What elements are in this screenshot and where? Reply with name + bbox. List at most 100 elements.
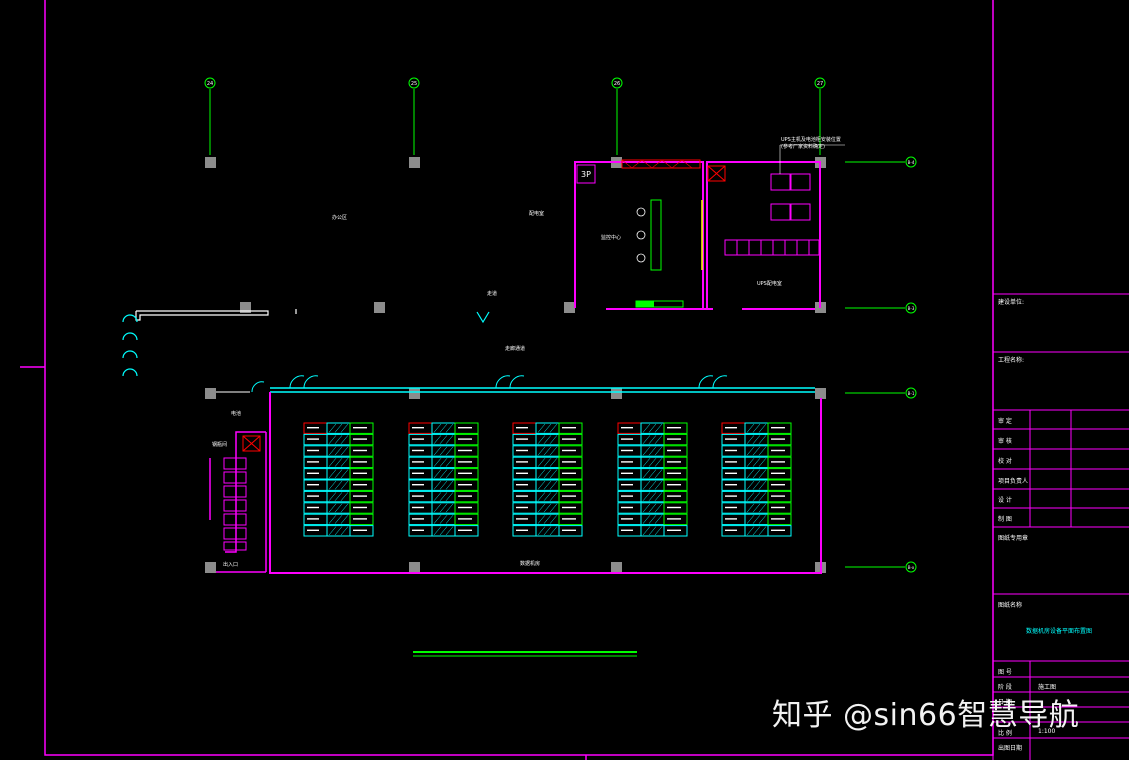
aisle-hatch	[642, 469, 663, 479]
cabinet-tag-right	[771, 438, 785, 440]
cabinet-tag-right	[667, 484, 681, 486]
cabinet-tag-left	[725, 461, 737, 463]
corridor-walls	[122, 309, 490, 377]
cabinet-tag-left	[621, 449, 633, 452]
cabinet-right	[767, 433, 792, 446]
cabinet-tag-right	[353, 506, 367, 509]
cabinet-tag-right	[667, 461, 681, 463]
cabinet-tag-right	[458, 529, 472, 531]
ups-note: UPS主机及电池柜安装位置	[781, 136, 841, 143]
aisle-hatch	[433, 469, 454, 479]
aisle-hatch	[328, 480, 349, 490]
aisle-hatch	[537, 515, 558, 524]
cabinet-tag-right	[771, 495, 785, 497]
rack-pods	[303, 422, 792, 537]
axis-label-b4: B-4	[908, 160, 915, 165]
cabinet-tag-right	[667, 472, 681, 474]
cabinet-tag-right	[458, 472, 472, 474]
axis-label-b1: B-1	[908, 391, 915, 396]
cabinet-tag-right	[562, 449, 576, 452]
cabinet-tag-right	[562, 484, 576, 486]
cabinet-tag-left	[621, 461, 633, 463]
watermark: 知乎 @sin66智慧导航	[772, 698, 1080, 733]
cabinet-right	[349, 479, 374, 491]
aisle-hatch	[328, 492, 349, 501]
cabinet-tag-right	[667, 427, 681, 429]
tb-date-label: 日 期	[998, 699, 1012, 706]
aisle-hatch	[433, 446, 454, 456]
aisle-hatch	[433, 503, 454, 513]
aisle-hatch	[537, 446, 558, 456]
cabinet-tag-left	[725, 506, 737, 509]
tb-title: 数据机房设备平面布置图	[1026, 628, 1093, 635]
cabinet-tag-left	[516, 461, 528, 463]
aisle-hatch	[642, 446, 663, 456]
cabinet-tag-left	[516, 427, 528, 429]
cabinet-right	[663, 445, 688, 457]
cabinet-tag-left	[516, 518, 528, 520]
cabinet-right	[767, 479, 792, 491]
cabinet-tag-right	[458, 484, 472, 486]
cabinet-right	[454, 479, 479, 491]
room-gas: 钢瓶间	[212, 441, 227, 448]
cabinet-tag-right	[562, 438, 576, 440]
ups-note-2: (参考厂家资料确定)	[781, 143, 825, 150]
cabinet-right	[349, 490, 374, 503]
cabinet-right	[349, 456, 374, 469]
cabinet-tag-left	[307, 518, 319, 520]
aisle-hatch	[746, 446, 767, 456]
tb-row3: 校 对	[998, 458, 1012, 465]
room-ups: UPS配电室	[757, 280, 782, 287]
room-control: 监控中心	[601, 234, 621, 241]
rack-pod	[721, 422, 792, 537]
rack-pod	[512, 422, 583, 537]
cabinet-tag-left	[725, 518, 737, 520]
axis-label-25: 25	[411, 81, 417, 87]
tb-row2: 审 核	[998, 438, 1012, 445]
tb-row1: 审 定	[998, 418, 1012, 425]
cabinet-tag-right	[771, 529, 785, 531]
cabinet-tag-left	[516, 529, 528, 531]
tb-phase-label: 阶 段	[998, 684, 1012, 691]
cabinet-tag-right	[667, 495, 681, 497]
cabinet-right	[558, 502, 583, 514]
aisle-hatch	[433, 458, 454, 467]
aisle-hatch	[746, 480, 767, 490]
cabinet-tag-left	[725, 529, 737, 531]
room-corridor: 走廊通道	[505, 345, 525, 352]
aisle-hatch	[642, 435, 663, 444]
cabinet-right	[558, 479, 583, 491]
cabinet-tag-left	[412, 472, 424, 474]
cabinet-tag-left	[621, 518, 633, 520]
room-office-mid: 配电室	[529, 210, 544, 217]
cabinet-tag-left	[725, 449, 737, 452]
cabinet-tag-right	[458, 449, 472, 452]
cabinet-tag-right	[771, 472, 785, 474]
aisle-hatch	[746, 515, 767, 524]
aisle-hatch	[328, 526, 349, 536]
cabinet-right	[349, 513, 374, 526]
cabinet-right	[663, 468, 688, 480]
cabinet-tag-left	[307, 461, 319, 463]
room-data-hall: 数据机房	[520, 560, 540, 567]
axis-label-27: 27	[817, 81, 823, 87]
aisle-hatch	[746, 526, 767, 536]
drawing-frame	[44, 0, 994, 756]
cabinet-right	[349, 433, 374, 446]
cabinet-tag-left	[307, 506, 319, 509]
cabinet-tag-right	[458, 427, 472, 429]
tb-project: 工程名称:	[998, 357, 1025, 364]
cabinet-tag-left	[725, 484, 737, 486]
room-entrance: 出入口	[223, 561, 238, 568]
cabinet-right	[767, 502, 792, 514]
cabinet-right	[454, 502, 479, 514]
aisle-hatch	[537, 435, 558, 444]
cabinet-right	[558, 456, 583, 469]
cabinet-right	[663, 433, 688, 446]
aisle-hatch	[746, 423, 767, 433]
aisle-hatch	[433, 480, 454, 490]
cabinet-tag-left	[516, 484, 528, 486]
cabinet-tag-right	[562, 472, 576, 474]
cabinet-right	[454, 422, 479, 434]
aisle-hatch	[746, 458, 767, 467]
